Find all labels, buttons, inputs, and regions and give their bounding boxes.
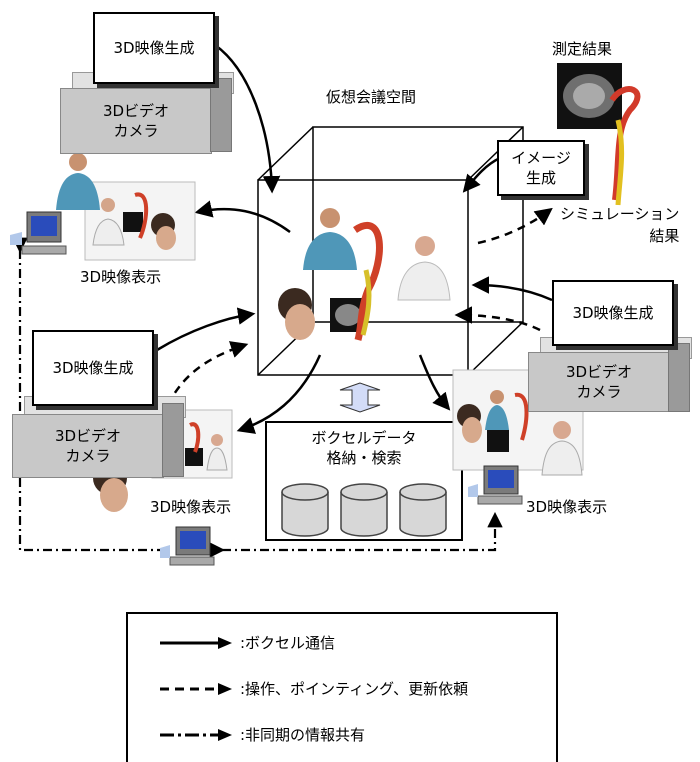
- generation-box-2: 3D映像生成: [32, 330, 154, 406]
- legend-item-dashed: :操作、ポインティング、更新依頼: [158, 678, 468, 699]
- cube-scene: [278, 208, 451, 341]
- arrow-cube-to-display3: [418, 354, 451, 411]
- voxel-store-label: ボクセルデータ 格納・検索: [311, 429, 417, 468]
- computer-icon-right: [468, 465, 523, 505]
- solid-arrow-icon: [160, 636, 232, 649]
- simulation-result-label: シミュレーション 結果: [560, 205, 680, 245]
- computer-icon-bottom: [160, 526, 215, 566]
- arrow-cube-to-display1: [194, 200, 291, 234]
- camera-1-label: 3Dビデオ カメラ: [60, 88, 212, 154]
- arrow-imagegen-to-cube: [462, 156, 501, 193]
- virtual-space-label: 仮想会議空間: [326, 88, 417, 106]
- computer-icon-left: [10, 211, 67, 255]
- generation-box-1: 3D映像生成: [93, 12, 215, 84]
- measurement-scan-image: [557, 63, 641, 206]
- display-1-scene: [84, 181, 196, 261]
- generation-box-3: 3D映像生成: [552, 280, 674, 346]
- arrow-gen2-to-cube: [156, 307, 256, 352]
- arrow-gen3-to-cube: [471, 276, 553, 302]
- camera-3-label: 3Dビデオ カメラ: [528, 352, 670, 412]
- dashdot-arrow-icon: [160, 728, 232, 741]
- voxel-link-arrow: [339, 382, 381, 413]
- dashed-arrow-display2-to-cube: [166, 341, 249, 406]
- legend-label-solid: :ボクセル通信: [240, 634, 336, 652]
- display-2-label: 3D映像表示: [150, 498, 232, 516]
- dashed-arrow-icon: [160, 682, 232, 695]
- dashed-arrow-display3-to-cube: [454, 306, 541, 332]
- async-left-line: [12, 237, 165, 552]
- doctor-figure-1: [56, 153, 100, 210]
- image-generation-box: イメージ 生成: [497, 140, 585, 196]
- camera-2-label: 3Dビデオ カメラ: [12, 414, 164, 478]
- legend: :ボクセル通信 :操作、ポインティング、更新依頼 :非同期の情報共有: [126, 612, 558, 762]
- arrow-cube-to-display2: [236, 354, 322, 434]
- legend-label-dashed: :操作、ポインティング、更新依頼: [240, 680, 469, 698]
- legend-label-dashdot: :非同期の情報共有: [240, 726, 366, 744]
- dashed-arrow-cube-to-simulation: [477, 207, 553, 245]
- arrow-gen1-to-cube: [214, 43, 281, 194]
- measurement-result-label: 測定結果: [552, 40, 613, 58]
- legend-item-solid: :ボクセル通信: [158, 632, 335, 653]
- display-3-label: 3D映像表示: [526, 498, 608, 516]
- voxel-store: [265, 421, 463, 541]
- display-1-label: 3D映像表示: [80, 268, 162, 286]
- legend-item-dashdot: :非同期の情報共有: [158, 724, 365, 745]
- async-right-line: [209, 511, 503, 558]
